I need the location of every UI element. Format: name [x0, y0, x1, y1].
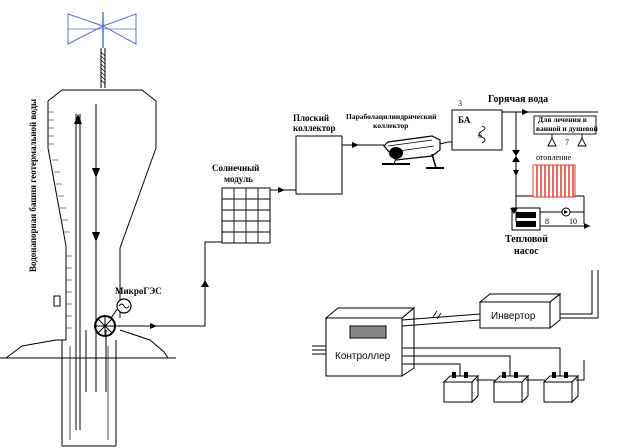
number-10: 10 — [569, 217, 577, 226]
hydro-to-solar-line — [116, 241, 222, 329]
flat-collector-label-line1: Плоский — [293, 113, 329, 123]
heat-pump — [510, 196, 590, 231]
controller-label: Контроллер — [335, 351, 391, 362]
heat-pump-label-line2: насос — [514, 246, 539, 257]
flat-collector — [295, 135, 343, 195]
parabolic-collector — [382, 135, 449, 169]
bath-label-line2: ванной и душевой — [536, 124, 599, 133]
inverter-wires — [560, 270, 599, 319]
controller-box — [324, 306, 416, 377]
micro-hydro-label: МикроГЭС — [115, 286, 162, 296]
tower-label: Водонапорная башня геотермальной воды — [28, 99, 38, 272]
hot-water-pipes — [502, 109, 598, 222]
heating-label: отопление — [536, 153, 572, 162]
number-3: 3 — [458, 99, 462, 108]
heating-radiator — [532, 164, 576, 198]
bath-label-line1: Для лечения в — [538, 115, 587, 124]
solar-to-flat-line — [270, 187, 296, 193]
wind-turbine — [67, 12, 137, 48]
inverter-box — [478, 292, 562, 330]
number-8: 8 — [545, 217, 549, 226]
parabolic-collector-label-line1: Параболацилиндрический — [346, 112, 437, 121]
storage-tank-label: БА — [458, 115, 471, 125]
flat-to-parabolic-line — [342, 142, 384, 148]
battery-2 — [492, 372, 530, 404]
battery-1 — [442, 372, 480, 404]
number-6: 6 — [478, 131, 482, 140]
heat-pump-label-line1: Тепловой — [505, 234, 548, 245]
solar-module-label-line2: модуль — [224, 174, 253, 184]
flat-collector-label-line2: коллектор — [293, 123, 336, 133]
hot-water-label: Горячая вода — [488, 94, 548, 105]
micro-hydro-turbine — [94, 298, 132, 337]
solar-module-label-line1: Солнечный — [212, 163, 259, 173]
number-7: 7 — [565, 138, 569, 147]
storage-tank — [451, 109, 503, 151]
solar-module — [221, 187, 271, 244]
parabolic-collector-label-line2: коллектор — [373, 121, 408, 130]
wind-mast — [100, 48, 106, 88]
water-tower — [0, 89, 176, 447]
controller-wires — [312, 310, 585, 381]
battery-3 — [542, 372, 580, 404]
inverter-label: Инвертор — [491, 311, 536, 322]
